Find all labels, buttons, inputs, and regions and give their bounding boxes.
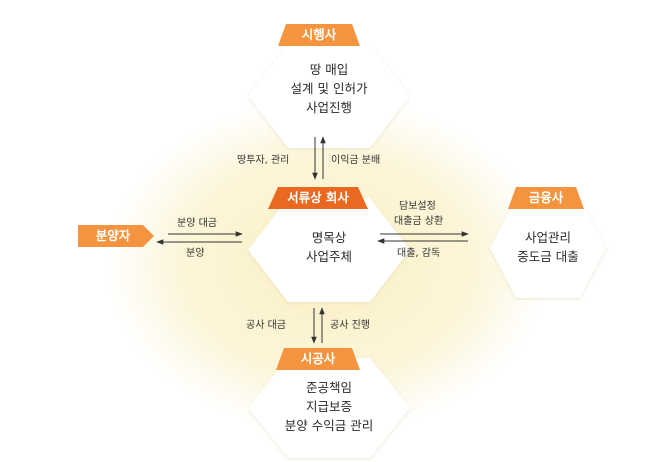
flow-label-trust-to-dev: 이익금 분배	[331, 155, 381, 166]
flow-label-dev-to-trust: 땅투자, 관리	[237, 155, 290, 166]
finance-description: 사업관리 중도금 대출	[490, 228, 606, 266]
developer-line: 설계 및 인허가	[290, 81, 368, 96]
constructor-description: 준공책임 지급보증 분양 수익금 관리	[250, 378, 408, 435]
flow-label-trust-to-buyer: 분양	[186, 248, 205, 259]
finance-line: 사업관리	[524, 230, 571, 245]
trust-description: 명목상 사업주체	[250, 228, 408, 266]
flow-label-finance-to-trust: 대출, 감독	[397, 248, 441, 259]
flow-label-trust-to-constructor: 공사 대금	[246, 320, 286, 331]
constructor-tag: 시공사	[276, 348, 360, 370]
flow-label-constructor-to-trust: 공사 진행	[330, 320, 370, 331]
flow-label-trust-to-finance-2: 대출금 상환	[394, 216, 444, 227]
trust-line: 명목상	[311, 230, 347, 245]
finance-hexagon	[490, 198, 606, 298]
constructor-hexagon	[248, 358, 410, 458]
constructor-line: 지급보증	[305, 399, 352, 414]
developer-line: 사업진행	[305, 100, 352, 115]
buyer-tag: 분양자	[78, 225, 154, 247]
developer-tag: 시행사	[278, 24, 360, 46]
developer-hexagon	[248, 44, 410, 148]
constructor-line: 준공책임	[305, 380, 352, 395]
developer-line: 땅 매입	[309, 62, 349, 77]
constructor-line: 분양 수익금 관리	[284, 418, 374, 433]
finance-line: 중도금 대출	[517, 249, 579, 264]
flow-label-buyer-to-trust: 분양 대금	[177, 218, 217, 229]
trust-hexagon	[248, 198, 410, 302]
flow-label-trust-to-finance-1: 담보설정	[399, 201, 436, 212]
trust-line: 사업주체	[305, 249, 352, 264]
finance-tag: 금융사	[508, 187, 584, 209]
developer-description: 땅 매입 설계 및 인허가 사업진행	[250, 60, 408, 117]
trust-tag: 서류상 회사	[268, 187, 368, 209]
